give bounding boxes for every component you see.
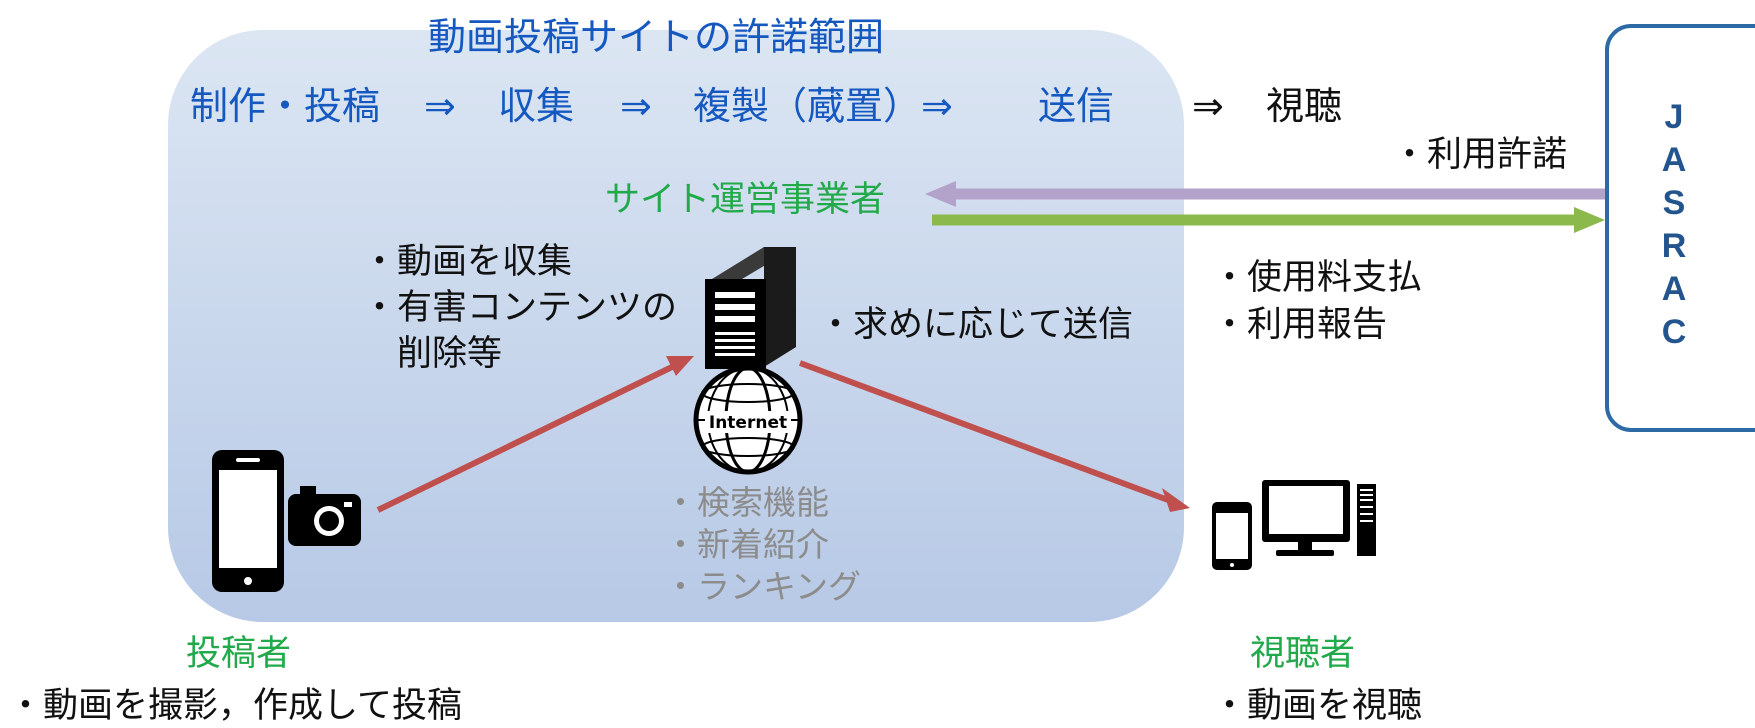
jasrac-permission: ・利用許諾 bbox=[1392, 135, 1568, 175]
flow-step-collect: 収集 bbox=[498, 84, 575, 128]
monitor-icon bbox=[1262, 480, 1350, 556]
viewer-smartphone-icon bbox=[1212, 502, 1252, 570]
jasrac-letter-a: A bbox=[1661, 141, 1687, 179]
camera-icon bbox=[288, 486, 361, 546]
poster-title: 投稿者 bbox=[186, 634, 292, 674]
server-icon bbox=[705, 247, 796, 369]
flow-arrow-2: ⇒ bbox=[620, 84, 652, 128]
upload-arrow bbox=[376, 356, 694, 513]
flow-step-production: 制作・投稿 bbox=[190, 84, 381, 128]
operator-duty-etc: 削除等 bbox=[362, 334, 503, 374]
operator-title: サイト運営事業者 bbox=[605, 180, 886, 220]
jasrac-letter-s: S bbox=[1662, 184, 1686, 222]
internet-globe-icon: Internet bbox=[693, 365, 803, 475]
permission-arrow bbox=[925, 181, 1605, 207]
payment-arrow bbox=[932, 207, 1605, 233]
jasrac-usage-report: ・利用報告 bbox=[1212, 305, 1388, 345]
jasrac-box bbox=[1605, 24, 1755, 432]
viewer-title: 視聴者 bbox=[1250, 634, 1356, 674]
feature-new: ・新着紹介 bbox=[664, 525, 829, 564]
feature-ranking: ・ランキング bbox=[664, 567, 862, 606]
operator-duty-collect: ・動画を収集 bbox=[362, 242, 573, 282]
flow-arrow-1: ⇒ bbox=[424, 84, 456, 128]
desktop-tower-icon bbox=[1357, 484, 1376, 556]
transmit-arrow bbox=[798, 360, 1190, 512]
operator-send: ・求めに応じて送信 bbox=[818, 305, 1134, 345]
viewer-desc: ・動画を視聴 bbox=[1212, 686, 1423, 726]
poster-desc: ・動画を撮影，作成して投稿 bbox=[8, 686, 462, 726]
internet-label: Internet bbox=[709, 413, 787, 433]
feature-search: ・検索機能 bbox=[664, 483, 829, 522]
flow-step-view: 視聴 bbox=[1266, 84, 1343, 128]
jasrac-letter-j: J bbox=[1664, 98, 1684, 136]
poster-smartphone-icon bbox=[212, 450, 284, 592]
jasrac-letter-c: C bbox=[1661, 313, 1687, 351]
scope-title: 動画投稿サイトの許諾範囲 bbox=[428, 15, 885, 59]
flow-arrow-4: ⇒ bbox=[1192, 84, 1224, 128]
flow-step-copy: 複製（蔵置）⇒ bbox=[693, 84, 953, 128]
jasrac-letter-r: R bbox=[1661, 227, 1687, 265]
flow-step-send: 送信 bbox=[1038, 84, 1115, 128]
operator-duty-remove: ・有害コンテンツの bbox=[362, 288, 678, 328]
jasrac-fee-payment: ・使用料支払 bbox=[1212, 258, 1423, 298]
jasrac-letter-a2: A bbox=[1661, 270, 1687, 308]
